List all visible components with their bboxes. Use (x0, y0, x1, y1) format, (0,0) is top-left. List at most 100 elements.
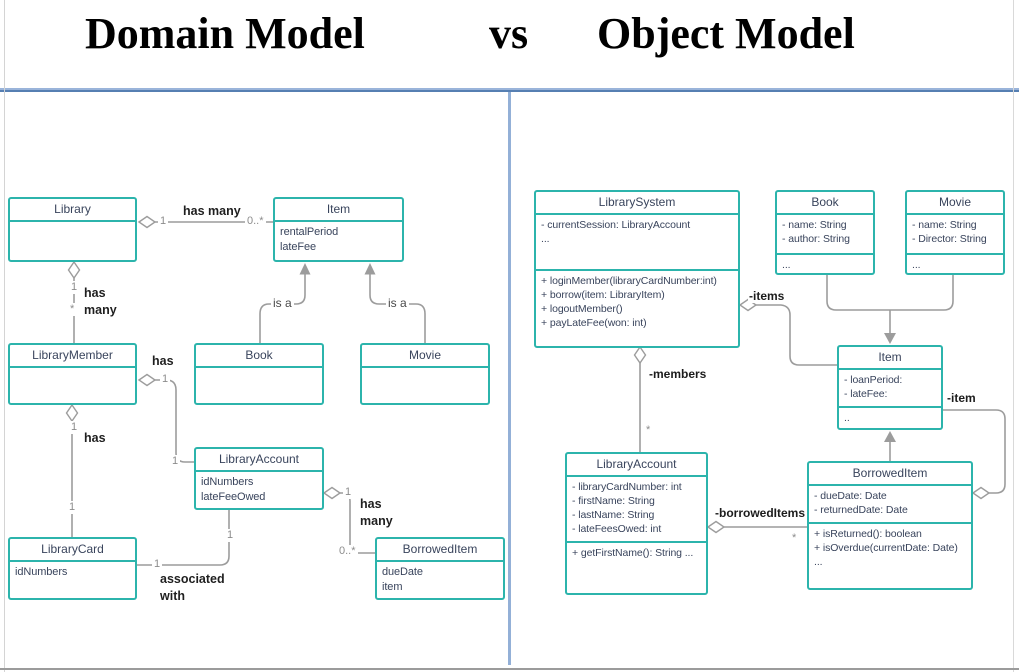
class-body: idNumbers lateFeeOwed (196, 470, 322, 508)
class-body (196, 366, 322, 403)
panel-divider (508, 92, 511, 665)
class-attributes: - libraryCardNumber: int - firstName: St… (567, 475, 706, 541)
class-attribute: - loanPeriod: (844, 374, 903, 386)
label-has-many-vert: has many (84, 286, 117, 317)
multiplicity: 0..* (245, 215, 266, 228)
class-attribute: - firstName: String (572, 495, 655, 507)
class-attribute: dueDate (382, 566, 423, 578)
class-method: + loginMember(libraryCardNumber:int) (541, 275, 717, 287)
multiplicity: * (644, 424, 653, 437)
class-attributes: - name: String - author: String (777, 213, 873, 253)
class-body: rentalPeriod lateFee (275, 220, 402, 260)
class-attribute: - lateFeesOwed: int (572, 523, 662, 535)
title-object-model: Object Model (597, 9, 855, 58)
class-title: LibraryCard (41, 542, 104, 556)
multiplicity: * (68, 303, 77, 316)
class-box-libraryaccount-object: LibraryAccount - libraryCardNumber: int … (565, 452, 708, 595)
class-method: + borrow(item: LibraryItem) (541, 289, 665, 301)
class-attribute: idNumbers (201, 476, 254, 488)
label-has: has (152, 354, 174, 368)
class-attributes: - name: String - Director: String (907, 213, 1003, 253)
connector-borrowed-item-role (943, 409, 1006, 500)
label-is-a: is a (271, 296, 294, 310)
multiplicity: 1 (69, 281, 80, 294)
class-attribute: - name: String (782, 219, 847, 231)
class-method: + getFirstName(): String ... (572, 547, 694, 559)
class-title: Item (326, 202, 351, 216)
class-box-item-domain: Item rentalPeriod lateFee (273, 197, 404, 262)
class-attributes: - dueDate: Date - returnedDate: Date (809, 484, 971, 522)
class-box-librarymember: LibraryMember (8, 343, 137, 405)
page-right-border (1013, 0, 1014, 672)
class-body (362, 366, 488, 403)
class-title: Movie (408, 348, 441, 362)
class-box-librarycard: LibraryCard idNumbers (8, 537, 137, 600)
class-box-libraryaccount-domain: LibraryAccount idNumbers lateFeeOwed (194, 447, 324, 510)
class-box-book-object: Book - name: String - author: String ... (775, 190, 875, 275)
class-title: Library (54, 202, 91, 216)
header-rule (0, 88, 1019, 92)
title-domain-model: Domain Model (85, 9, 365, 58)
class-methods: .. (839, 406, 941, 428)
class-title: Item (878, 350, 902, 364)
title-vs: vs (489, 9, 529, 58)
class-attribute: item (382, 581, 403, 593)
multiplicity: 1 (152, 558, 163, 571)
class-methods: + isReturned(): boolean + isOverdue(curr… (809, 522, 971, 588)
connector-system-members (633, 345, 647, 452)
class-title: BorrowedItem (402, 542, 478, 556)
class-methods: + getFirstName(): String ... (567, 541, 706, 593)
class-method: .. (844, 412, 850, 424)
class-attribute: - returnedDate: Date (814, 504, 908, 516)
connector-card-account (137, 510, 230, 566)
class-attributes: - currentSession: LibraryAccount ... (536, 213, 738, 269)
multiplicity: 1 (67, 501, 78, 514)
class-box-movie-domain: Movie (360, 343, 490, 405)
label-has-many: has many (183, 204, 241, 218)
class-attribute: lateFee (280, 241, 316, 253)
multiplicity: 1 (170, 455, 181, 468)
label-item-role: -item (946, 391, 977, 405)
class-box-librarysystem: LibrarySystem - currentSession: LibraryA… (534, 190, 740, 348)
label-has-many-vert: has many (360, 497, 393, 528)
class-attribute: idNumbers (15, 566, 68, 578)
label-is-a: is a (386, 296, 409, 310)
class-title: BorrowedItem (852, 466, 928, 480)
multiplicity: 0..* (337, 545, 358, 558)
class-method: ... (782, 259, 791, 271)
class-attribute: lateFeeOwed (201, 491, 266, 503)
class-method: + isReturned(): boolean (814, 528, 922, 540)
connector-book-movie-item (826, 275, 954, 344)
class-method: + isOverdue(currentDate: Date) (814, 542, 958, 554)
connector-borrowed-item-arrow (884, 431, 896, 461)
class-box-book-domain: Book (194, 343, 324, 405)
multiplicity: 1 (225, 529, 236, 542)
class-attributes: - loanPeriod: - lateFee: (839, 368, 941, 406)
multiplicity: 1 (69, 421, 80, 434)
class-body (10, 366, 135, 403)
class-box-library: Library (8, 197, 137, 262)
label-borroweditems-role: -borrowedItems (714, 506, 807, 520)
class-method: + payLateFee(won: int) (541, 317, 647, 329)
label-members-role: -members (648, 367, 708, 381)
class-attribute: - currentSession: LibraryAccount (541, 219, 691, 231)
class-attribute: - name: String (912, 219, 977, 231)
label-associated-with: associated with (160, 572, 225, 603)
connector-system-items (738, 298, 837, 366)
class-title: LibrarySystem (598, 195, 676, 209)
class-methods: ... (777, 253, 873, 273)
class-methods: + loginMember(libraryCardNumber:int) + b… (536, 269, 738, 346)
class-title: LibraryAccount (218, 452, 300, 466)
class-body: dueDate item (377, 560, 503, 598)
class-attribute: - libraryCardNumber: int (572, 481, 682, 493)
class-body: idNumbers (10, 560, 135, 598)
class-attribute: - dueDate: Date (814, 490, 887, 502)
class-title: Book (811, 195, 839, 209)
multiplicity: 1 (160, 373, 171, 386)
class-title: LibraryMember (32, 348, 113, 362)
page-left-border (4, 0, 5, 672)
class-attribute: - author: String (782, 233, 850, 245)
class-box-movie-object: Movie - name: String - Director: String … (905, 190, 1005, 275)
multiplicity: * (790, 532, 799, 545)
